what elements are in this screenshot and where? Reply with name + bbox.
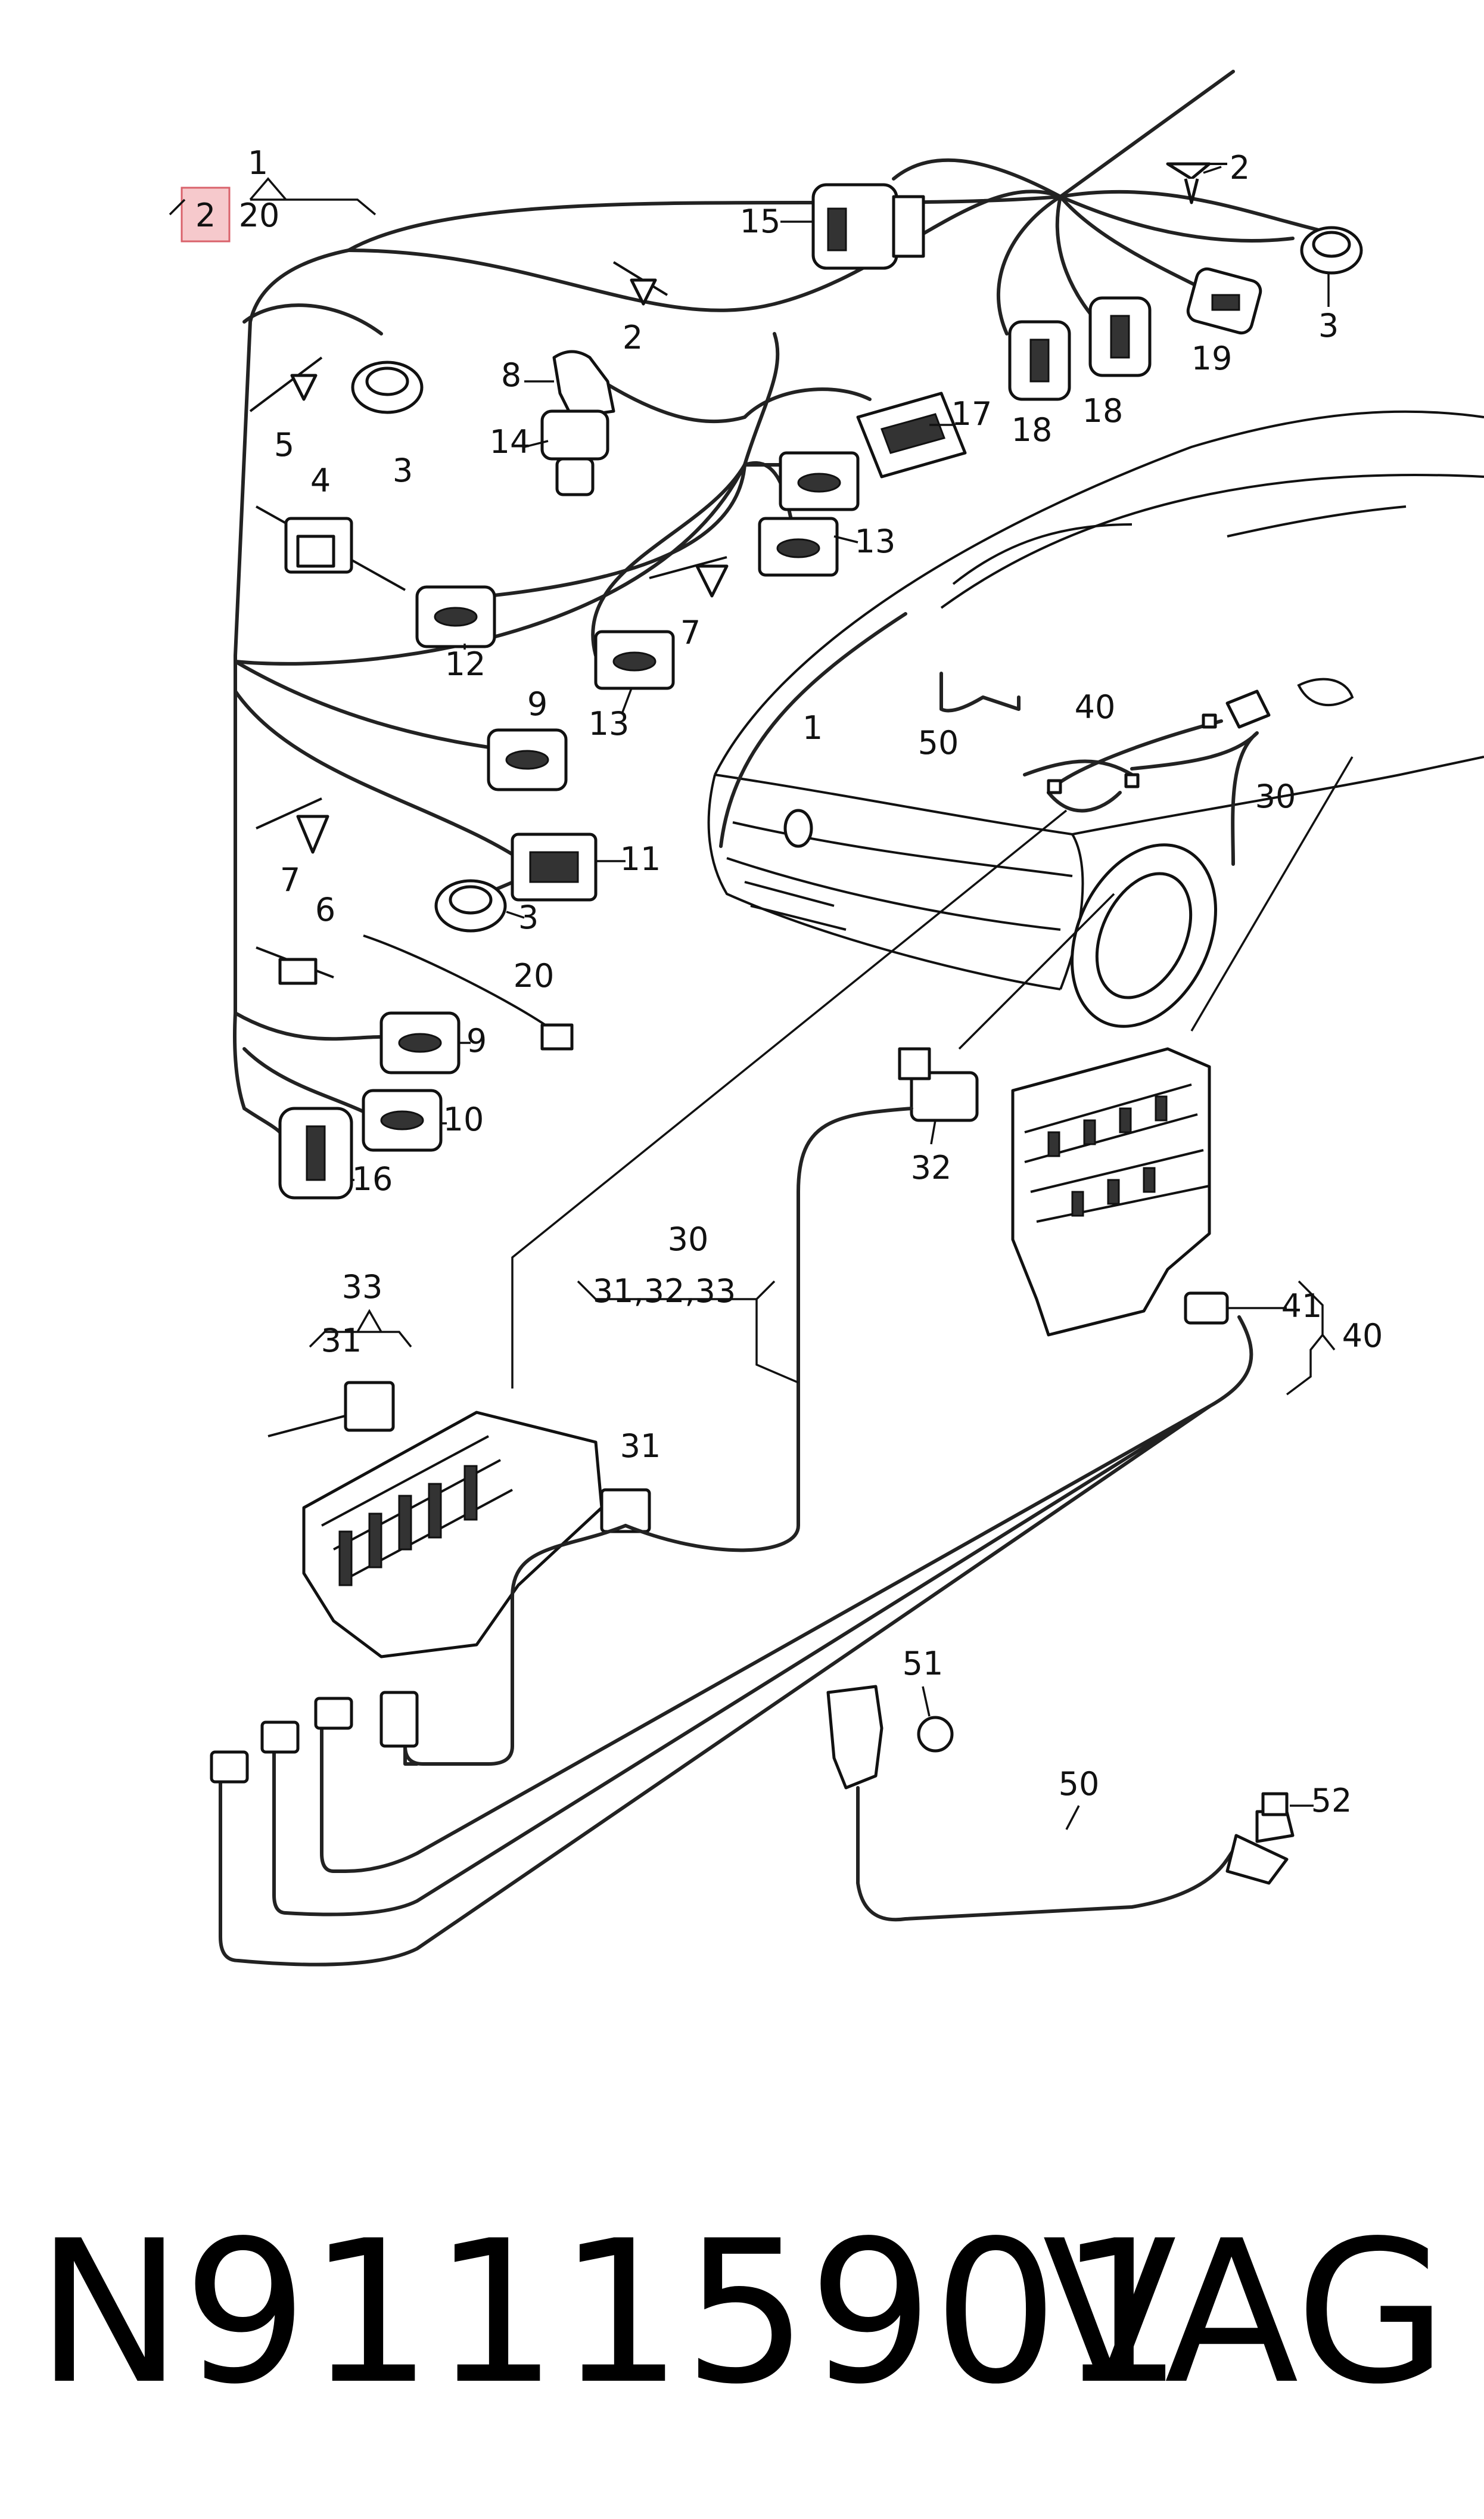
leader-car-to-relay <box>958 893 1115 1050</box>
callout-14: 14 <box>490 423 531 461</box>
callout-2-highlighted: 2 <box>195 197 216 234</box>
callout-31-b: 31 <box>620 1427 661 1465</box>
leader-car-to-fuseplate <box>1190 756 1354 1032</box>
ground-strap-50 <box>826 1685 1295 1922</box>
leader-car-to-fusebox <box>511 809 1068 1389</box>
connector-11 <box>511 833 598 902</box>
callout-13-a: 13 <box>855 523 896 560</box>
connector-9-top <box>487 728 568 791</box>
connector-15 <box>811 183 925 270</box>
bracket-4 <box>256 505 406 591</box>
battery-cables <box>219 1107 1253 1967</box>
clip-6 <box>256 946 334 985</box>
ring-terminals <box>210 1691 419 1784</box>
callout-33: 33 <box>342 1268 383 1306</box>
callout-2-middle: 2 <box>623 319 643 356</box>
callout-9-top: 9 <box>527 685 547 723</box>
connector-13-b <box>758 517 839 577</box>
connector-19 <box>1186 267 1262 335</box>
connector-17 <box>856 392 967 479</box>
cable-tie-20 <box>363 934 574 1051</box>
connector-16 <box>278 1107 353 1200</box>
clip-2-middle <box>612 261 668 306</box>
fuse-box <box>302 1411 603 1658</box>
connector-12 <box>415 585 496 648</box>
clip-5 <box>249 356 323 412</box>
highlight-box <box>181 187 231 243</box>
sensor-8-14 <box>540 350 615 496</box>
callout-9-lower: 9 <box>466 1022 487 1060</box>
brand-name: VAG <box>1043 2198 1448 2427</box>
callout-7-lower: 7 <box>280 861 300 899</box>
callout-7-top: 7 <box>680 614 701 651</box>
callout-31-32-33: 31,32,33 <box>593 1272 736 1310</box>
callout-16: 16 <box>352 1160 393 1198</box>
clip-7-lower <box>256 797 329 854</box>
callout-51: 51 <box>903 1645 944 1682</box>
connector-41 <box>1184 1291 1229 1325</box>
callout-2-top: 2 <box>1230 149 1250 187</box>
grommet-3-lower <box>434 879 507 933</box>
callout-3-left: 3 <box>393 452 413 489</box>
callout-30-car: 30 <box>1255 778 1296 815</box>
callout-50: 50 <box>1059 1765 1100 1803</box>
callout-10: 10 <box>443 1101 484 1138</box>
callout-5: 5 <box>274 426 294 464</box>
part-number: N91115901 <box>36 2198 1184 2427</box>
connector-10 <box>362 1089 443 1152</box>
relay-32 <box>898 1047 979 1122</box>
holder-31-right <box>600 1488 651 1533</box>
callout-leaders <box>351 166 1330 1830</box>
callout-19: 19 <box>1191 340 1233 377</box>
callout-20: 20 <box>514 957 555 995</box>
callout-labels: 1 2 20 15 2 2 3 3 3 19 18 18 17 8 14 5 4… <box>195 144 1383 1819</box>
callout-12: 12 <box>445 645 486 683</box>
callout-32: 32 <box>911 1149 952 1186</box>
callout-8: 8 <box>501 356 521 394</box>
grommet-3-top <box>1300 226 1363 275</box>
callout-40: 40 <box>1342 1317 1383 1355</box>
callout-40-car: 40 <box>1075 688 1116 726</box>
callout-3-top: 3 <box>1318 307 1339 344</box>
callout-1: 1 <box>248 144 268 182</box>
callout-17: 17 <box>951 395 993 433</box>
bracket-lines <box>169 177 1336 1396</box>
callout-50-car: 50 <box>918 724 959 762</box>
callout-15: 15 <box>740 203 781 240</box>
clip-7-top <box>649 556 729 598</box>
callout-18-b: 18 <box>1082 392 1124 430</box>
connector-9-lower <box>379 1011 461 1074</box>
car-illustration <box>707 410 1484 1028</box>
holder-33-31 <box>267 1381 395 1437</box>
callout-1-car: 1 <box>802 709 823 747</box>
connector-13-c <box>594 630 675 690</box>
callout-30: 30 <box>668 1220 709 1258</box>
callout-18-a: 18 <box>1012 411 1053 449</box>
clip-2-top <box>1166 162 1227 204</box>
callout-4: 4 <box>310 462 331 499</box>
grommet-3-left <box>351 361 424 414</box>
connector-13-a <box>779 451 860 511</box>
callout-6: 6 <box>315 891 335 928</box>
connector-18-a <box>1008 320 1071 401</box>
callout-52: 52 <box>1311 1782 1352 1819</box>
connector-18-b <box>1088 296 1152 377</box>
callout-11: 11 <box>620 840 661 878</box>
callout-31-a: 31 <box>321 1322 362 1359</box>
fuse-relay-plate <box>1011 1047 1211 1337</box>
callout-20-range: 20 <box>239 197 280 234</box>
callout-41: 41 <box>1281 1287 1323 1325</box>
